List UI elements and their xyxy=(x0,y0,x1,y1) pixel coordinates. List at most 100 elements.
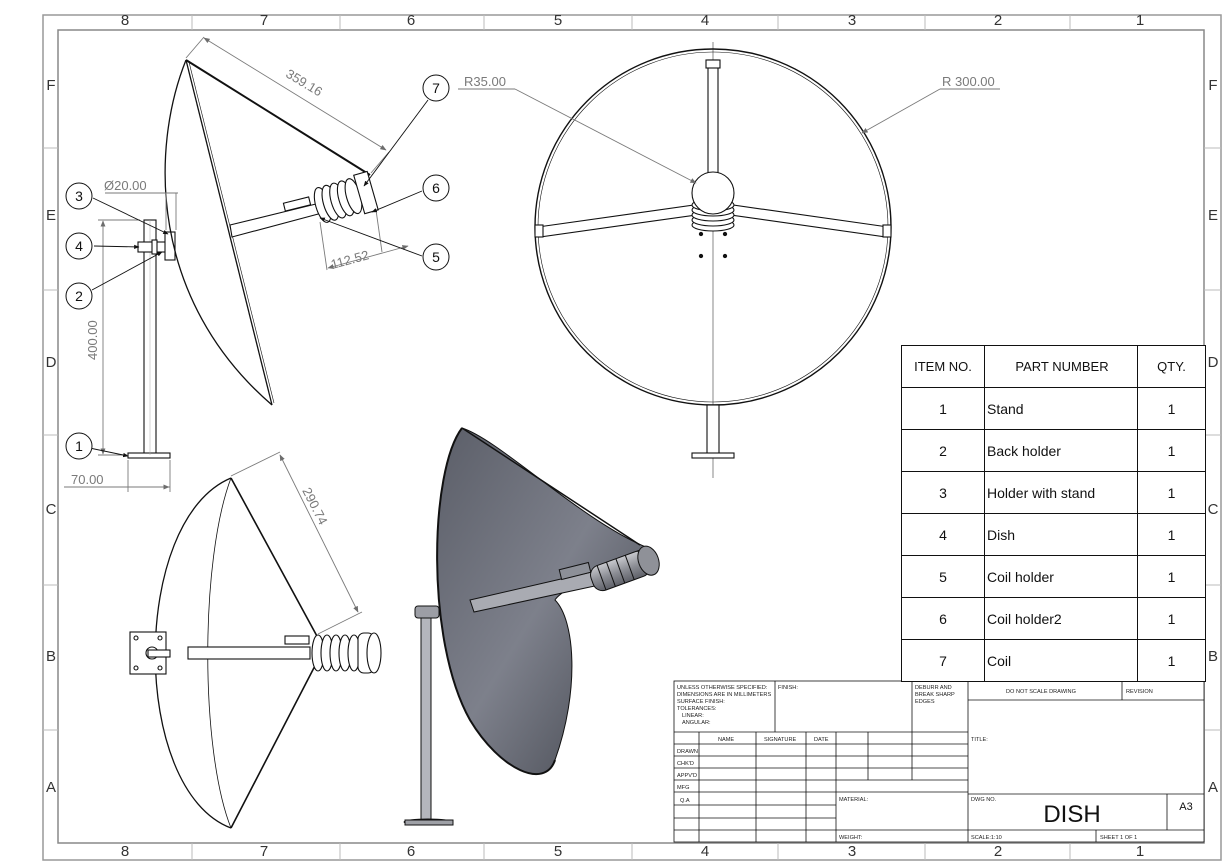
tb-unless: UNLESS OTHERWISE SPECIFIED: xyxy=(677,685,768,691)
balloon-7-label: 7 xyxy=(432,80,440,96)
front-view-dimensions xyxy=(458,88,1000,184)
bom-row: 6 Coil holder2 1 xyxy=(901,597,1206,640)
tb-deburr-2: BREAK SHARP xyxy=(915,692,955,698)
zone-col-5-bottom: 5 xyxy=(554,843,562,860)
balloon-5: 5 xyxy=(422,243,450,271)
bom-item: 6 xyxy=(901,597,985,640)
zone-col-5-top: 5 xyxy=(554,12,562,29)
bom-qty: 1 xyxy=(1137,555,1206,598)
bom-item: 5 xyxy=(901,555,985,598)
bom-qty: 1 xyxy=(1137,471,1206,514)
zone-col-6-top: 6 xyxy=(407,12,415,29)
bom-part: Coil xyxy=(984,639,1138,682)
dim-359: 359.16 xyxy=(283,66,325,99)
balloon-4: 4 xyxy=(65,232,93,260)
balloon-1: 1 xyxy=(65,432,93,460)
tb-deburr-1: DEBURR AND xyxy=(915,685,952,691)
balloon-6-label: 6 xyxy=(432,180,440,196)
balloon-4-label: 4 xyxy=(75,238,83,254)
bom-item: 2 xyxy=(901,429,985,472)
zone-col-8-bottom: 8 xyxy=(121,843,129,860)
tb-date-header: DATE xyxy=(814,737,829,743)
zone-row-b-right: B xyxy=(1208,648,1218,665)
dim-400: 400.00 xyxy=(85,320,100,360)
bom-header-qty: QTY. xyxy=(1137,345,1206,388)
balloon-5-label: 5 xyxy=(432,249,440,265)
bom-item: 1 xyxy=(901,387,985,430)
zone-row-a-left: A xyxy=(46,779,56,796)
tb-drawn: DRAWN xyxy=(677,749,698,755)
zone-col-2-bottom: 2 xyxy=(994,843,1002,860)
balloon-3: 3 xyxy=(65,182,93,210)
balloon-6: 6 xyxy=(422,174,450,202)
bom-item: 7 xyxy=(901,639,985,682)
tb-dwg-no: DWG NO. xyxy=(971,797,997,803)
bom-part: Coil holder xyxy=(984,555,1138,598)
tb-revision: REVISION xyxy=(1126,689,1153,695)
balloon-1-label: 1 xyxy=(75,438,83,454)
bom-item: 3 xyxy=(901,471,985,514)
balloon-3-label: 3 xyxy=(75,188,83,204)
tb-finish: FINISH: xyxy=(778,685,798,691)
bom-qty: 1 xyxy=(1137,429,1206,472)
zone-row-f-left: F xyxy=(46,77,55,94)
tb-qa: Q.A xyxy=(680,798,690,804)
bill-of-materials: ITEM NO. PART NUMBER QTY. 1 Stand 1 2 Ba… xyxy=(901,345,1206,682)
zone-row-c-right: C xyxy=(1208,501,1219,518)
bom-row: 7 Coil 1 xyxy=(901,639,1206,682)
bom-header-part: PART NUMBER xyxy=(984,345,1138,388)
bom-part: Holder with stand xyxy=(984,471,1138,514)
zone-row-b-left: B xyxy=(46,648,56,665)
zone-row-c-left: C xyxy=(46,501,57,518)
side-view-dimensions xyxy=(64,36,409,492)
dim-r35: R35.00 xyxy=(464,74,506,89)
dim-290: 290.74 xyxy=(299,485,330,527)
zone-row-e-right: E xyxy=(1208,207,1218,224)
zone-col-7-bottom: 7 xyxy=(260,843,268,860)
tb-scale: SCALE:1:10 xyxy=(971,835,1002,841)
bom-header-row: ITEM NO. PART NUMBER QTY. xyxy=(901,345,1206,388)
tb-dims-mm: DIMENSIONS ARE IN MILLIMETERS xyxy=(677,692,771,698)
balloon-leaders xyxy=(79,99,429,458)
dim-70: 70.00 xyxy=(71,472,104,487)
zone-ticks xyxy=(43,15,1221,860)
zone-col-3-bottom: 3 xyxy=(848,843,856,860)
tb-do-not-scale: DO NOT SCALE DRAWING xyxy=(1006,689,1076,695)
tb-deburr-3: EDGES xyxy=(915,699,935,705)
bom-part: Back holder xyxy=(984,429,1138,472)
tb-signature-header: SIGNATURE xyxy=(764,737,796,743)
drawing-title: DISH xyxy=(1043,801,1100,828)
tb-linear: LINEAR: xyxy=(682,713,704,719)
tb-name-header: NAME xyxy=(718,737,734,743)
tb-surface: SURFACE FINISH: xyxy=(677,699,725,705)
tb-mfg: MFG xyxy=(677,785,689,791)
zone-col-2-top: 2 xyxy=(994,12,1002,29)
bom-part: Stand xyxy=(984,387,1138,430)
sheet-size: A3 xyxy=(1179,801,1192,813)
tb-tolerances: TOLERANCES: xyxy=(677,706,717,712)
tb-angular: ANGULAR: xyxy=(682,720,711,726)
title-block xyxy=(673,680,1205,843)
bom-item: 4 xyxy=(901,513,985,556)
balloon-7: 7 xyxy=(422,74,450,102)
tb-title-label: TITLE: xyxy=(971,737,988,743)
bom-qty: 1 xyxy=(1137,387,1206,430)
bom-qty: 1 xyxy=(1137,639,1206,682)
zone-col-4-bottom: 4 xyxy=(701,843,709,860)
balloon-2: 2 xyxy=(65,282,93,310)
bom-header-item: ITEM NO. xyxy=(901,345,985,388)
zone-row-a-right: A xyxy=(1208,779,1218,796)
bom-row: 1 Stand 1 xyxy=(901,387,1206,430)
front-view xyxy=(534,42,892,478)
top-view xyxy=(129,477,382,829)
isometric-view xyxy=(403,427,660,826)
title-block-text: UNLESS OTHERWISE SPECIFIED: DIMENSIONS A… xyxy=(677,685,1193,841)
bom-qty: 1 xyxy=(1137,513,1206,556)
bom-qty: 1 xyxy=(1137,597,1206,640)
bom-row: 2 Back holder 1 xyxy=(901,429,1206,472)
side-view xyxy=(127,59,379,459)
bom-part: Coil holder2 xyxy=(984,597,1138,640)
bom-row: 4 Dish 1 xyxy=(901,513,1206,556)
top-view-dimensions xyxy=(230,451,363,635)
